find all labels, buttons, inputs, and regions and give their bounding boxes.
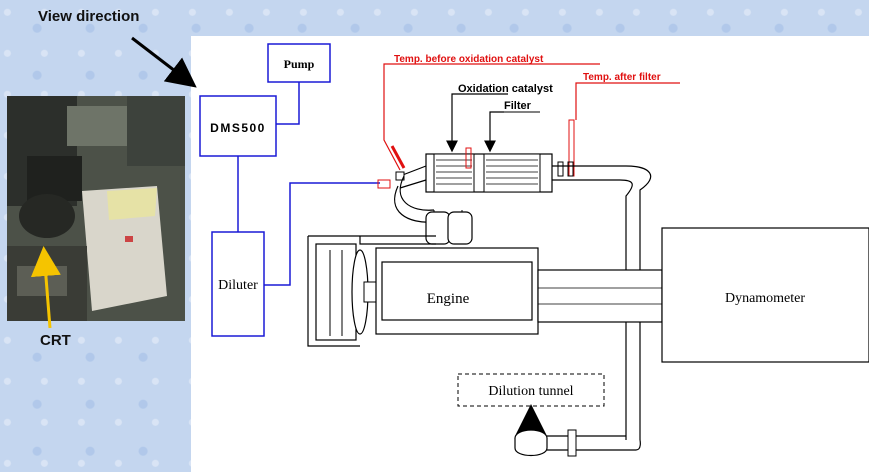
dilution-inlet — [514, 429, 641, 457]
dilution-tunnel-label: Dilution tunnel — [488, 384, 573, 399]
pump-box — [267, 43, 331, 83]
oxidation-catalyst-pointer — [446, 93, 508, 153]
turbocharger — [425, 210, 473, 245]
dynamometer-box — [661, 227, 869, 363]
view-direction-label: View direction — [38, 8, 140, 25]
crt-label: CRT — [40, 332, 71, 349]
pump-label: Pump — [284, 57, 315, 71]
diluter-box — [211, 231, 265, 337]
crt-unit — [425, 147, 553, 193]
view-direction-arrow — [131, 36, 197, 88]
engine-assembly — [307, 235, 663, 347]
temp-before-line — [383, 63, 600, 171]
dms500-box — [199, 95, 277, 157]
exhaust-outlet-pipe — [552, 165, 652, 440]
filter-pointer — [484, 111, 504, 153]
filter-label: Filter — [504, 100, 532, 112]
temp-after-label: Temp. after filter — [583, 72, 661, 83]
diluter-label: Diluter — [218, 278, 258, 293]
engine-photo — [7, 96, 185, 321]
crt-arrow — [30, 246, 61, 329]
engine-label: Engine — [427, 291, 470, 307]
dynamometer-label: Dynamometer — [725, 291, 805, 306]
dilution-tunnel-box — [457, 373, 605, 407]
pump-dms-line — [276, 82, 300, 125]
dms500-label: DMS500 — [210, 121, 266, 135]
diluter-sample-line — [264, 182, 380, 286]
temp-before-label: Temp. before oxidation catalyst — [394, 54, 544, 65]
temp-after-line — [575, 82, 680, 120]
oxidation-catalyst-label: Oxidation catalyst — [458, 83, 553, 95]
